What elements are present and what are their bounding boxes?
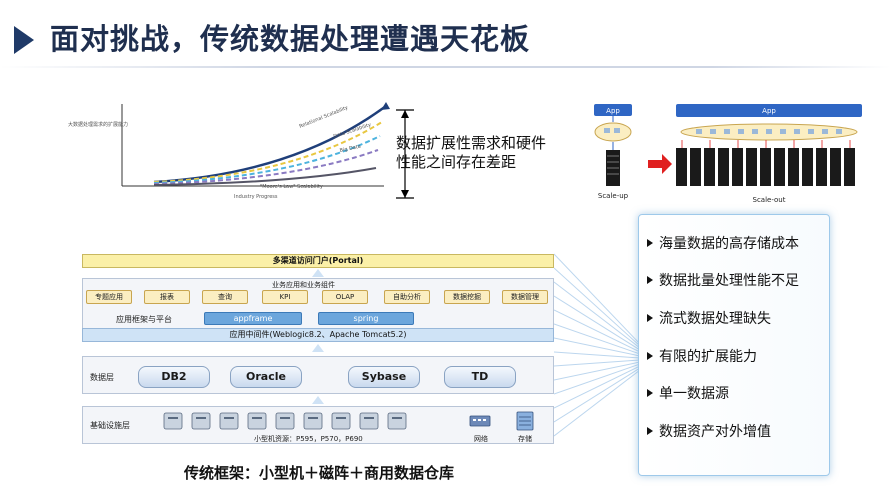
up-arrow-icon [312,396,324,404]
app-item: 数据管理 [502,290,548,304]
up-arrow-icon [312,344,324,352]
db-item: DB2 [138,366,210,388]
problem-item: 数据资产对外增值 [647,421,771,441]
scalability-chart: 大数据处理需求的扩展能力 Industry Progress Relationa… [68,102,390,200]
bullet-arrow-icon [647,389,653,397]
fan-connector [554,253,641,437]
gap-description: 数据扩展性需求和硬件 性能之间存在差距 [396,134,547,171]
bullet-arrow-icon [647,427,653,435]
bullet-arrow-icon [647,314,653,322]
scale-up-cloud-icon [594,122,632,142]
minicomputer-icons [163,412,407,430]
network-label: 网络 [474,435,488,443]
db-item: Oracle [230,366,302,388]
problem-item: 有限的扩展能力 [647,346,757,366]
chart-ylabel: 大数据处理需求的扩展能力 [68,121,128,128]
framework-label: 应用框架与平台 [116,315,172,324]
db-item: TD [444,366,516,388]
title-arrow-icon [14,26,34,54]
series-label-moore: "Moore's Law" Scalability [260,184,323,190]
chart-xlabel: Industry Progress [234,194,278,200]
series-label-bigdata: Big Data [339,144,361,154]
page-title: 面对挑战，传统数据处理遭遇天花板 [50,22,531,56]
red-arrow-icon [648,154,672,174]
framework-item: appframe [204,312,302,325]
title-divider [0,66,890,68]
scale-out-app-label: App [762,107,776,115]
scale-up-app-label: App [606,107,620,115]
app-item: 自助分析 [384,290,430,304]
problem-item: 数据批量处理性能不足 [647,270,799,290]
problems-card: 海量数据的高存储成本 数据批量处理性能不足 流式数据处理缺失 有限的扩展能力 单… [638,214,830,476]
framework-item: spring [318,312,414,325]
architecture-diagram: 多渠道访问门户(Portal) 业务应用和业务组件 专题应用 报表 查询 KPI… [82,254,554,444]
series-label-relational: Relational Scalability [299,105,350,130]
storage-icon [516,411,534,431]
db-item: Sybase [348,366,420,388]
app-item: OLAP [322,290,368,304]
up-arrow-icon [312,269,324,277]
scale-up-label: Scale-up [598,192,629,200]
infra-layer-label: 基础设施层 [90,421,130,430]
scale-up-app-box [594,104,632,116]
bullet-arrow-icon [647,276,653,284]
app-item: 专题应用 [86,290,132,304]
portal-bar: 多渠道访问门户(Portal) [82,254,554,268]
app-item: KPI [262,290,308,304]
bullet-arrow-icon [647,352,653,360]
architecture-caption: 传统框架：小型机＋磁阵＋商用数据仓库 [184,464,455,482]
problem-item: 单一数据源 [647,383,729,403]
storage-label: 存储 [518,435,532,443]
data-layer-label: 数据层 [90,373,114,382]
scale-out-app-box [676,104,862,117]
bullet-arrow-icon [647,239,653,247]
app-item: 查询 [202,290,248,304]
scale-out-servers-icon [676,148,855,186]
app-layer-title: 业务应用和业务组件 [272,281,335,289]
app-item: 报表 [144,290,190,304]
scale-out-label: Scale-out [753,196,786,204]
middleware-bar: 应用中间件(Weblogic8.2、Apache Tomcat5.2) [82,328,554,342]
scale-diagram: App Scale-up App Scale-out [594,104,862,204]
app-item: 数据挖掘 [444,290,490,304]
minicomputer-label: 小型机资源：P595，P570，P690 [254,435,363,443]
problem-item: 流式数据处理缺失 [647,308,771,328]
network-icon [469,415,491,427]
problem-item: 海量数据的高存储成本 [647,233,799,253]
gap-bracket-icon [396,109,414,199]
